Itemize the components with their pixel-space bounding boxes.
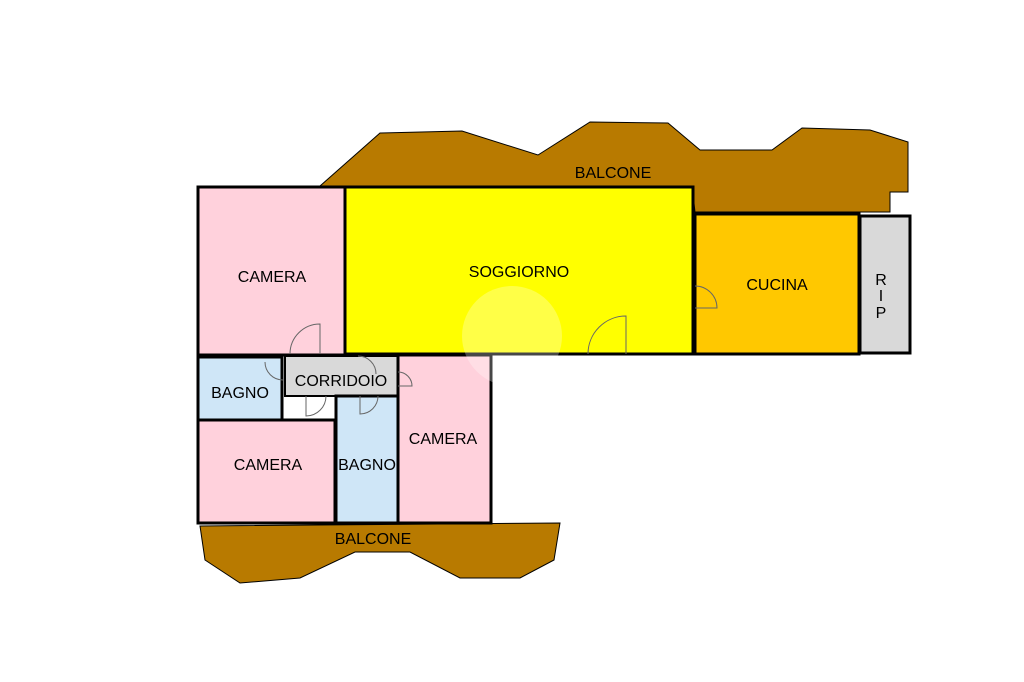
ripostiglio-label-i: I [879, 288, 883, 305]
corridoio-label: CORRIDOIO [295, 373, 387, 390]
soggiorno-label: SOGGIORNO [469, 264, 569, 281]
cucina-label: CUCINA [746, 277, 808, 294]
balcony-bottom-area [199, 522, 561, 584]
watermark-logo [462, 286, 562, 386]
balcone-bottom-label: BALCONE [335, 531, 411, 548]
bagno-left-area [196, 355, 284, 422]
bagno-left-label: BAGNO [211, 385, 269, 402]
balcony-top-area [318, 121, 909, 213]
camera-top-left-label: CAMERA [238, 269, 307, 286]
balcone-top-label: BALCONE [575, 165, 651, 182]
camera-bottom-left-area [196, 418, 337, 525]
ripostiglio-area [858, 214, 912, 355]
camera-bottom-left-label: CAMERA [234, 457, 303, 474]
door-swings [264, 285, 718, 417]
camera-right-area [396, 353, 493, 525]
ripostiglio-label-r: R [875, 272, 887, 289]
bagno-center-area [334, 394, 400, 525]
soggiorno-area [343, 185, 695, 356]
bagno-center-label: BAGNO [338, 457, 396, 474]
camera-right-label: CAMERA [409, 431, 478, 448]
ripostiglio-label-p: P [876, 305, 887, 322]
